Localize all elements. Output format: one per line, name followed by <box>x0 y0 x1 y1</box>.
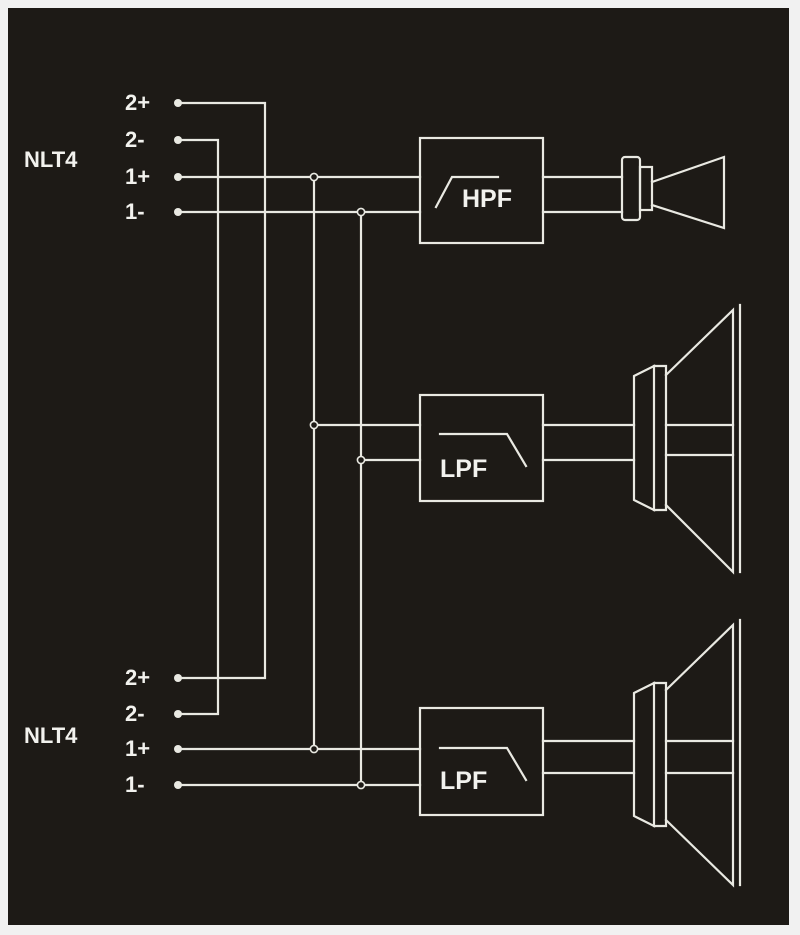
tweeter-horn <box>650 155 726 230</box>
junction-dot <box>309 420 319 430</box>
pin-label-1plus: 1+ <box>125 736 150 761</box>
pin-label-2plus: 2+ <box>125 665 150 690</box>
junction-dot <box>356 207 366 217</box>
connector-label: NLT4 <box>24 723 78 748</box>
low-pass-icon <box>438 746 528 782</box>
pin-label-2minus: 2- <box>125 701 145 726</box>
junction-dot <box>356 780 366 790</box>
woofer-cone <box>664 622 735 888</box>
pin-label-1plus: 1+ <box>125 164 150 189</box>
pin-label-2plus: 2+ <box>125 90 150 115</box>
woofer-plate <box>652 681 668 828</box>
pin-label-2minus: 2- <box>125 127 145 152</box>
filter-label: LPF <box>440 455 487 483</box>
filter-label: LPF <box>440 767 487 795</box>
woofer-plate <box>652 364 668 512</box>
woofer-cone <box>664 307 735 575</box>
filter-label: HPF <box>462 185 512 213</box>
filter-lpf-bottom: LPF <box>418 706 545 817</box>
filter-box <box>418 393 545 503</box>
wire-2plus-link <box>176 101 267 680</box>
filter-box <box>418 706 545 817</box>
connector-label: NLT4 <box>24 147 78 172</box>
pin-label-1minus: 1- <box>125 772 145 797</box>
wire-2minus-link <box>176 138 220 716</box>
tweeter-driver <box>638 165 654 212</box>
cone-woofer-icon <box>632 303 742 575</box>
pin-label-1minus: 1- <box>125 199 145 224</box>
diagram-background <box>8 8 789 925</box>
junction-dot <box>356 455 366 465</box>
filter-box <box>418 136 545 245</box>
high-pass-icon <box>434 175 500 209</box>
horn-tweeter-icon <box>620 155 726 230</box>
junction-dot <box>309 172 319 182</box>
cone-woofer-icon <box>632 618 742 888</box>
low-pass-icon <box>438 432 528 468</box>
filter-hpf: HPF <box>418 136 545 245</box>
junction-dot <box>309 744 319 754</box>
connector-top: NLT4 2+ 2- 1+ 1- <box>24 90 182 224</box>
filter-lpf-middle: LPF <box>418 393 545 503</box>
